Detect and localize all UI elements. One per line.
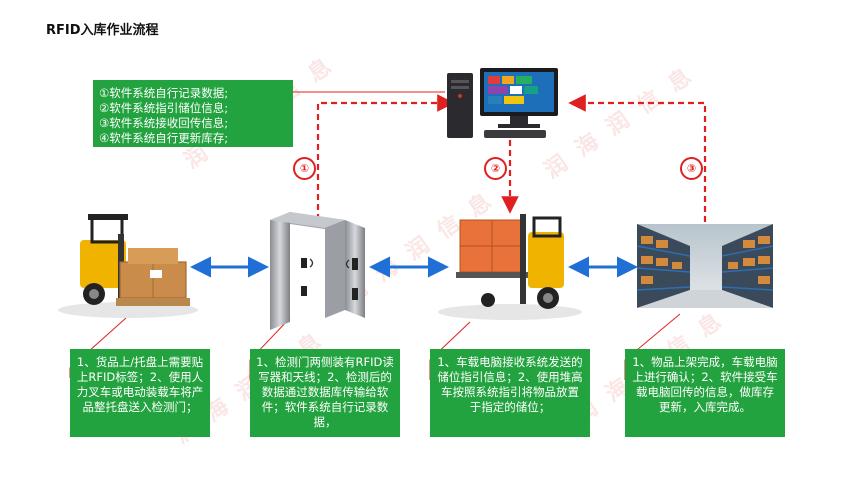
page-title: RFID入库作业流程 <box>46 23 159 38</box>
step-marker-2: ② <box>484 157 507 180</box>
step-2-description: 1、检测门两侧装有RFID读写器和天线；2、检测后的数据通过数据库传输给软件；软… <box>250 349 400 437</box>
note-line: ①软件系统自行记录数据; <box>99 86 229 100</box>
note-line: ④软件系统自行更新库存; <box>99 131 229 145</box>
step-marker-3: ③ <box>680 157 703 180</box>
rfid-gate-icon <box>270 212 365 330</box>
note-line: ②软件系统指引储位信息; <box>99 101 229 115</box>
flow-3-dashed-arrow <box>568 94 707 222</box>
forklift-with-pallet-icon <box>58 214 198 318</box>
flow-1-dashed-arrow <box>316 94 455 220</box>
step-2-text: 1、检测门两侧装有RFID读写器和天线；2、检测后的数据通过数据库传输给软件；软… <box>256 355 394 429</box>
step-marker-1: ① <box>293 157 316 180</box>
step-3-text: 1、车载电脑接收系统发送的储位指引信息；2、使用堆高车按照系统指引将物品放置于指… <box>437 355 583 414</box>
step-4-text: 1、物品上架完成，车载电脑上进行确认；2、软件接受车载电脑回传的信息，做库存更新… <box>632 355 778 414</box>
warehouse-shelves-icon <box>636 224 774 308</box>
step-4-description: 1、物品上架完成，车载电脑上进行确认；2、软件接受车载电脑回传的信息，做库存更新… <box>625 349 785 437</box>
step-1-description: 1、货品上/托盘上需要贴上RFID标签；2、使用人力叉车或电动装载车将产品整托盘… <box>70 349 210 437</box>
note-line: ③软件系统接收回传信息; <box>99 116 229 130</box>
stacker-forklift-icon <box>438 214 582 320</box>
software-system-note: ①软件系统自行记录数据; ②软件系统指引储位信息; ③软件系统接收回传信息; ④… <box>93 80 293 147</box>
computer-icon <box>447 68 558 138</box>
step-3-description: 1、车载电脑接收系统发送的储位指引信息；2、使用堆高车按照系统指引将物品放置于指… <box>430 349 590 437</box>
step-1-text: 1、货品上/托盘上需要贴上RFID标签；2、使用人力叉车或电动装载车将产品整托盘… <box>76 355 204 414</box>
